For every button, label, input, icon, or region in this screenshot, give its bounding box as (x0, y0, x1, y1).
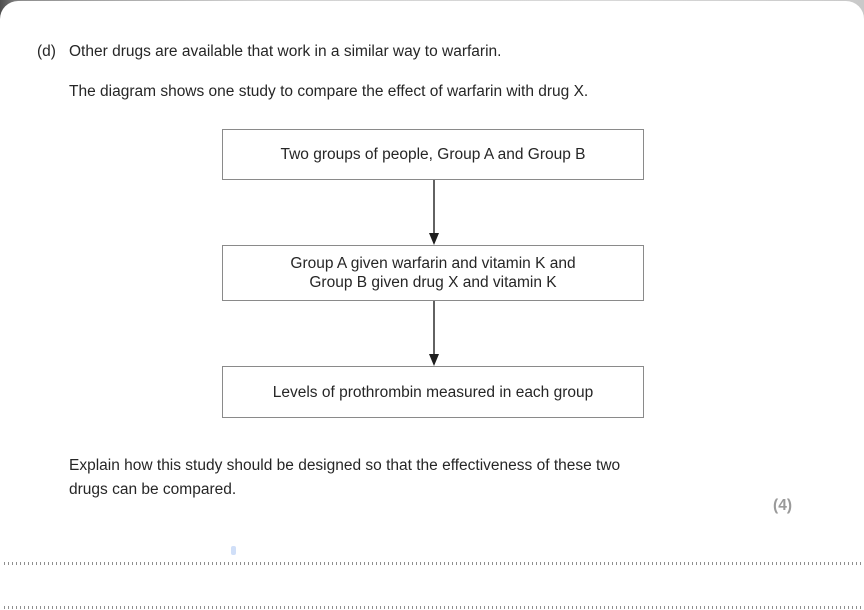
flowchart-box-text: Group A given warfarin and vitamin K and (290, 255, 576, 272)
diagram-caption: The diagram shows one study to compare t… (69, 83, 589, 100)
answer-line (4, 606, 862, 609)
question-prompt: Explain how this study should be designe… (69, 454, 769, 502)
flowchart-box-treatment: Group A given warfarin and vitamin K and… (222, 245, 644, 301)
answer-line (4, 562, 862, 565)
flowchart-box-text: Levels of prothrombin measured in each g… (272, 383, 594, 401)
question-part-d: (d) Other drugs are available that work … (37, 42, 817, 62)
marks-badge: (4) (773, 497, 792, 514)
flowchart-box-text: Group B given drug X and vitamin K (309, 274, 557, 291)
flowchart-box-measurement: Levels of prothrombin measured in each g… (222, 366, 644, 418)
question-prompt-line: drugs can be compared. (69, 481, 237, 498)
scan-artifact (231, 546, 236, 555)
arrow-down-icon (429, 301, 439, 366)
question-prompt-line: Explain how this study should be designe… (69, 457, 621, 474)
question-intro-text: Other drugs are available that work in a… (69, 43, 502, 60)
flowchart-box-groups: Two groups of people, Group A and Group … (222, 129, 644, 180)
arrow-down-icon (429, 180, 439, 245)
flowchart-box-text: Two groups of people, Group A and Group … (280, 146, 586, 163)
question-part-label: (d) (37, 43, 56, 60)
